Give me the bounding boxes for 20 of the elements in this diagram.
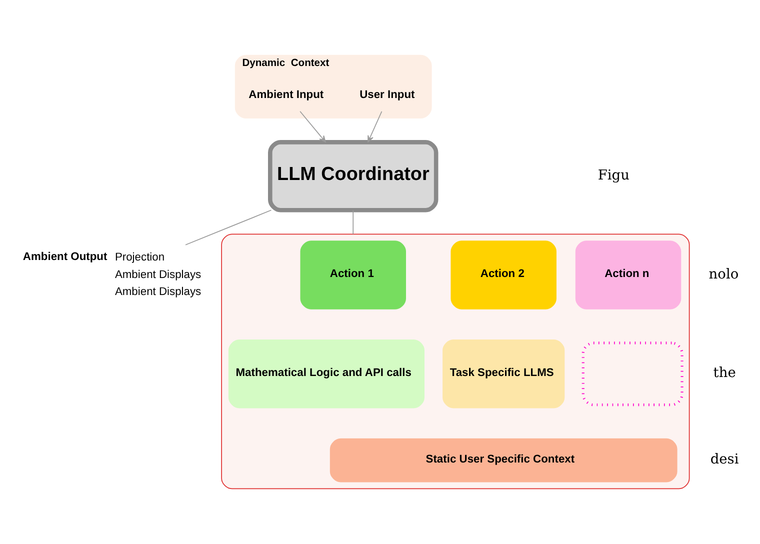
arrow bbox=[300, 110, 326, 142]
label: Figu bbox=[598, 167, 630, 184]
connector bbox=[185, 210, 272, 246]
node-box: Mathematical Logic and API calls bbox=[228, 340, 424, 408]
node-box: Action 2 bbox=[450, 240, 556, 310]
arrow bbox=[368, 110, 382, 142]
node-box: Action n bbox=[575, 240, 682, 310]
cluster bbox=[221, 234, 690, 490]
node-box: LLM Coordinator bbox=[268, 140, 438, 212]
connector bbox=[352, 210, 354, 235]
node-text: User Input bbox=[360, 88, 415, 101]
node-box: Static User Specific Context bbox=[330, 438, 678, 482]
node-text: Ambient Output Projection Ambient Displays Ambient Displays bbox=[22, 250, 202, 298]
node-box: Action 1 bbox=[300, 240, 406, 310]
node-text: Ambient Input bbox=[248, 88, 324, 101]
label: nolo bbox=[708, 266, 739, 282]
label: desi bbox=[710, 452, 739, 468]
node-box: Task Specific LLMS bbox=[442, 340, 565, 408]
label: the bbox=[713, 365, 736, 382]
node-box bbox=[582, 342, 684, 406]
